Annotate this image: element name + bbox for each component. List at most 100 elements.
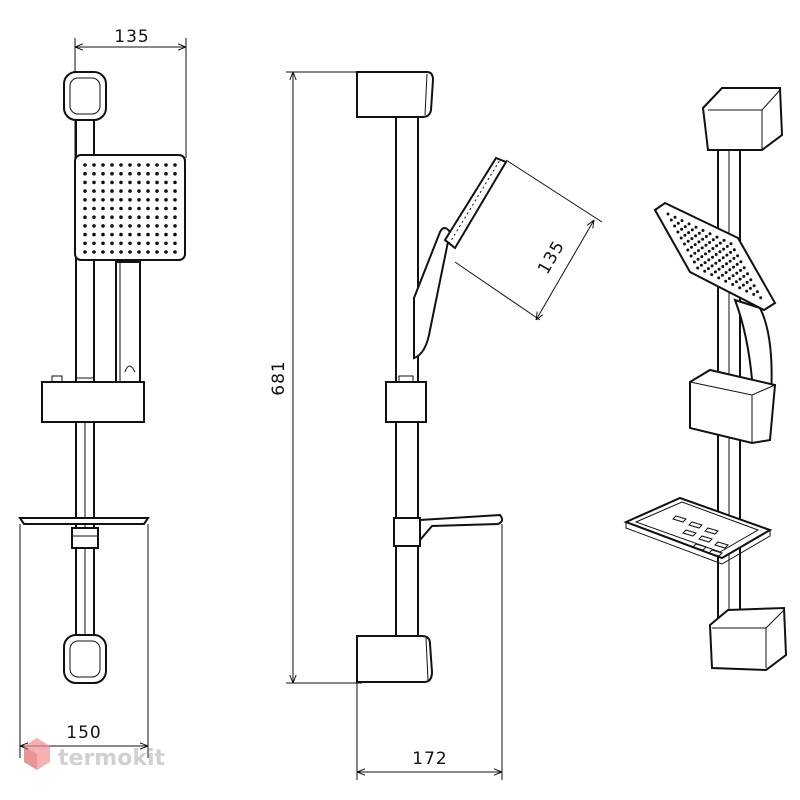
dimension-front-bottom: 150: [19, 524, 149, 758]
nozzle-dot: [146, 206, 150, 211]
nozzle-dot: [101, 215, 105, 219]
nozzle-dot: [110, 171, 114, 176]
nozzle-dot: [155, 163, 159, 167]
nozzle-dot: [164, 206, 168, 211]
nozzle-dot: [717, 276, 721, 280]
nozzle-dot: [735, 271, 739, 275]
nozzle-dot: [155, 206, 159, 211]
nozzle-dot: [710, 273, 714, 277]
nozzle-dot: [128, 232, 132, 237]
nozzle-dot: [759, 296, 763, 300]
nozzle-dot: [110, 198, 114, 202]
nozzle-dot: [146, 198, 150, 202]
nozzle-dot: [734, 280, 738, 284]
nozzle-dot: [696, 266, 700, 270]
dimension-side-depth: 172: [356, 524, 503, 780]
side-handle: [413, 227, 452, 360]
nozzle-dot: [110, 189, 114, 193]
nozzle-dot: [722, 238, 726, 242]
nozzle-dot: [92, 241, 96, 246]
nozzle-dot: [728, 259, 732, 263]
nozzle-dot: [101, 171, 105, 176]
nozzle-dot: [110, 206, 114, 211]
nozzle-dot: [137, 180, 141, 185]
nozzle-dot: [146, 215, 150, 219]
nozzle-dot: [101, 232, 105, 237]
nozzle-dot: [101, 180, 105, 185]
nozzle-dot: [173, 163, 177, 167]
side-bottom-bracket: [356, 635, 434, 683]
nozzle-dot: [690, 228, 694, 232]
nozzle-dot: [173, 250, 177, 254]
nozzle-dot: [83, 163, 87, 167]
nozzle-dot: [164, 232, 168, 237]
nozzle-dot: [128, 198, 132, 202]
nozzle-dot: [119, 215, 123, 219]
nozzle-dot: [119, 232, 123, 237]
nozzle-dot: [683, 233, 687, 237]
nozzle-dot: [137, 198, 141, 202]
nozzle-dot: [704, 235, 708, 238]
nozzle-dot: [155, 215, 159, 219]
nozzle-dot: [725, 262, 728, 266]
nozzle-dot: [703, 261, 707, 265]
nozzle-dot: [732, 265, 735, 269]
iso-shower-head: [653, 201, 777, 312]
nozzle-dot: [83, 241, 87, 246]
nozzle-dot: [692, 260, 696, 264]
nozzle-dot: [155, 198, 159, 202]
dimension-label-side-height: 681: [269, 360, 289, 395]
nozzle-dot: [693, 243, 697, 247]
nozzle-dot: [676, 230, 680, 234]
front-bottom-bracket: [63, 634, 107, 684]
nozzle-dot: [715, 235, 719, 239]
nozzle-dot: [706, 267, 710, 271]
termokit-logo-icon: [24, 738, 50, 770]
watermark-text: termokit: [58, 746, 165, 771]
nozzle-dot: [155, 171, 159, 176]
termokit-watermark: termokit: [24, 738, 165, 771]
nozzle-dot: [701, 237, 705, 241]
nozzle-dot: [101, 198, 105, 202]
nozzle-dot: [110, 232, 114, 237]
nozzle-dot: [700, 246, 704, 250]
nozzle-dot: [137, 224, 141, 228]
nozzle-dot: [119, 241, 123, 246]
soap-dish-slot: [698, 535, 713, 543]
nozzle-dot: [679, 236, 683, 240]
front-shower-head: [74, 154, 186, 261]
nozzle-dot: [683, 225, 687, 229]
nozzle-dot: [708, 241, 712, 244]
nozzle-dot: [155, 224, 159, 228]
nozzle-dot: [146, 163, 150, 167]
nozzle-dot: [755, 290, 759, 294]
dimension-head: 135: [454, 159, 603, 320]
nozzle-dot: [155, 250, 159, 254]
iso-slider: [689, 368, 777, 445]
nozzle-dot: [697, 231, 701, 235]
nozzle-dot: [742, 274, 746, 278]
nozzle-dot: [673, 224, 677, 228]
nozzle-dot: [720, 273, 724, 277]
nozzle-dot: [718, 259, 721, 262]
nozzle-dot: [745, 280, 749, 284]
nozzle-dot: [704, 252, 707, 256]
nozzle-dot: [680, 227, 684, 231]
nozzle-dot: [92, 232, 96, 237]
nozzle-dot: [92, 189, 96, 193]
nozzle-dot: [128, 206, 132, 211]
nozzle-dot: [711, 238, 715, 242]
nozzle-dot: [164, 171, 168, 176]
soap-dish-slot: [714, 541, 729, 549]
nozzle-dot: [707, 258, 711, 262]
nozzle-dot: [92, 198, 96, 202]
nozzle-dot: [128, 163, 132, 167]
nozzle-dot: [146, 171, 150, 176]
nozzle-dot: [101, 206, 105, 211]
nozzle-dot: [110, 215, 114, 219]
nozzle-dot: [718, 250, 722, 254]
nozzle-dot: [137, 171, 141, 176]
nozzle-dot: [128, 215, 132, 219]
nozzle-dot: [739, 268, 742, 272]
nozzle-dot: [745, 289, 749, 293]
